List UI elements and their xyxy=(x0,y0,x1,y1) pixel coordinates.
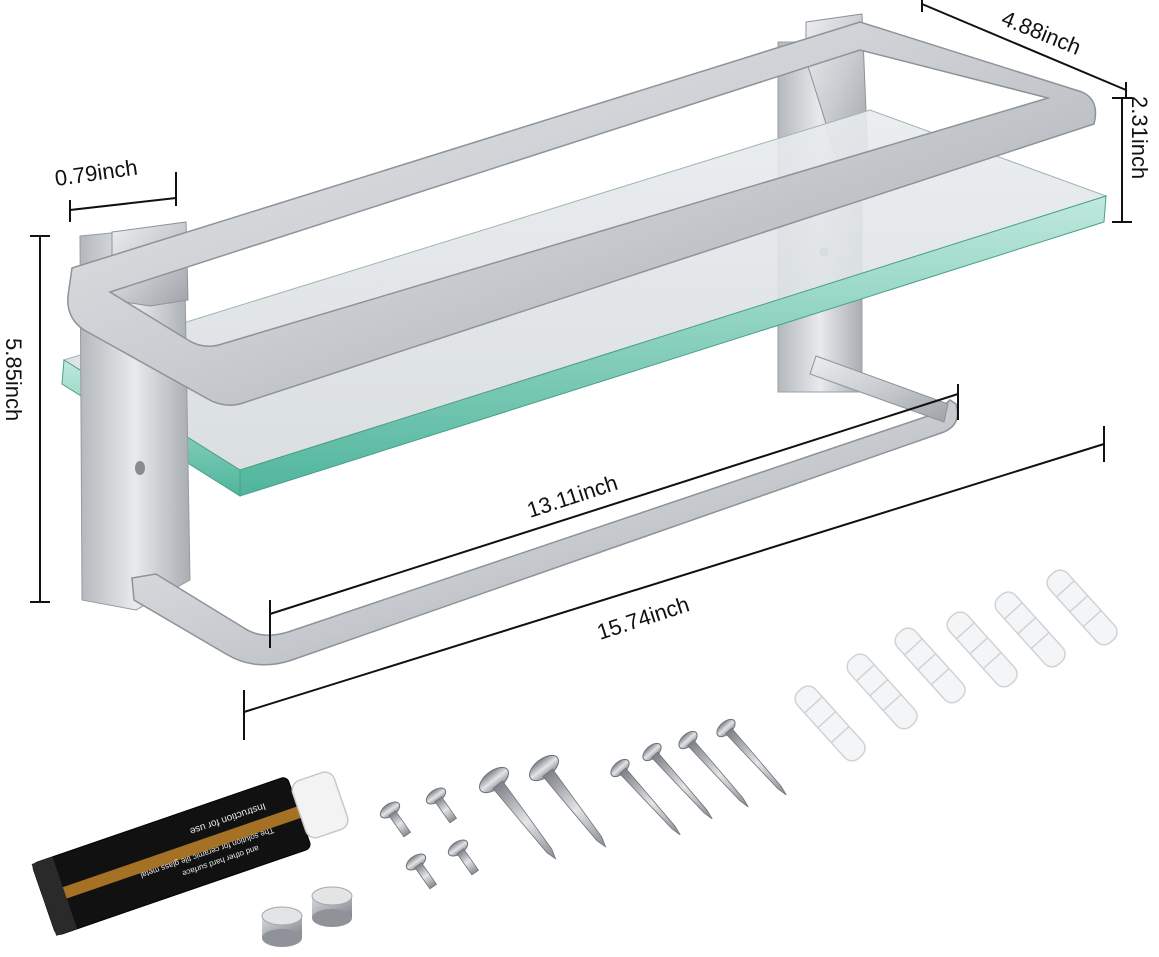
dimension-bracket-width: 0.79inch xyxy=(53,155,177,222)
wall-anchors xyxy=(794,569,1118,762)
wood-screw xyxy=(678,730,749,808)
decorative-caps xyxy=(261,886,353,947)
towel-bar xyxy=(131,399,959,666)
wall-anchor xyxy=(994,591,1066,668)
wood-screw xyxy=(610,758,681,836)
wall-anchor xyxy=(846,653,918,730)
towel-bar-back-arm xyxy=(809,355,949,423)
wall-anchor xyxy=(1046,569,1118,646)
wood-screw xyxy=(716,718,787,796)
glass-shelf-front-edge xyxy=(239,195,1107,497)
wood-screw xyxy=(642,742,713,820)
bracket-width-label: 0.79inch xyxy=(53,155,139,191)
inner-length-label: 13.11inch xyxy=(524,470,621,523)
dimension-shelf-height: 2.31inch xyxy=(1112,96,1152,223)
tube-cap xyxy=(291,771,349,839)
wall-anchor xyxy=(946,611,1018,688)
left-bracket-screw-hole xyxy=(135,461,145,475)
small-screw xyxy=(379,801,412,838)
wall-anchor xyxy=(794,685,866,762)
small-screw xyxy=(447,839,480,876)
top-rail-frame xyxy=(67,21,1097,406)
wood-screws xyxy=(610,718,787,836)
large-screw xyxy=(479,766,557,860)
decorative-cap xyxy=(311,886,353,927)
large-screws xyxy=(479,754,607,860)
wall-anchor xyxy=(894,627,966,704)
small-screw xyxy=(405,853,438,890)
total-length-label: 15.74inch xyxy=(594,591,692,644)
total-height-label: 5.85inch xyxy=(1,338,26,421)
decorative-cap xyxy=(261,906,303,947)
small-screws xyxy=(379,787,480,890)
large-screw xyxy=(529,754,607,848)
dimension-total-length: 15.74inch xyxy=(243,426,1105,740)
shelf-assembly xyxy=(61,13,1108,666)
small-screw xyxy=(425,787,458,824)
dimension-total-height: 5.85inch xyxy=(1,235,50,603)
depth-label: 4.88inch xyxy=(998,5,1084,59)
shelf-height-label: 2.31inch xyxy=(1127,96,1152,179)
adhesive-tube: Instruction for use The solution for cer… xyxy=(31,771,349,936)
